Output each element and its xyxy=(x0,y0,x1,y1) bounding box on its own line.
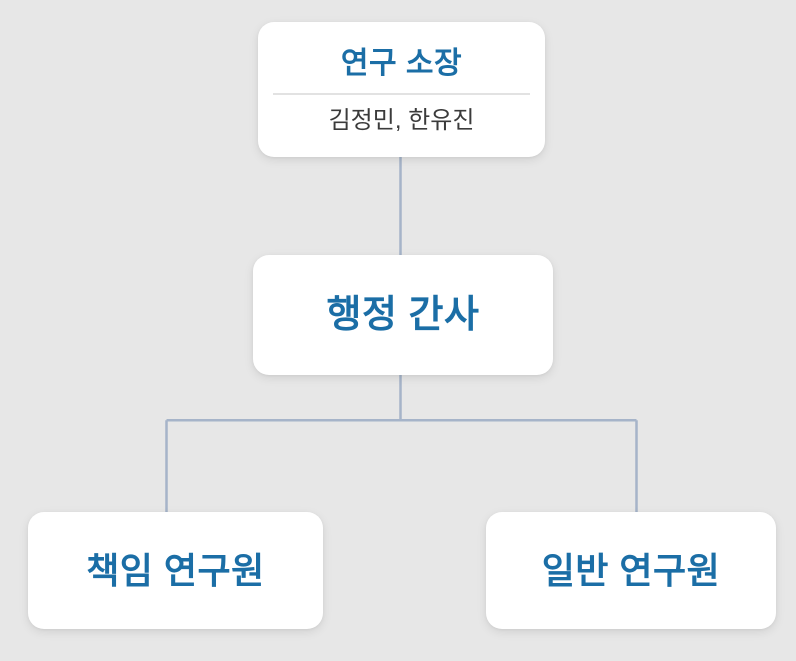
org-node-senior-researcher: 책임 연구원 xyxy=(28,512,323,629)
node-title-senior-researcher: 책임 연구원 xyxy=(86,549,265,591)
connector-admin-to-children xyxy=(165,374,638,513)
node-title-general-researcher: 일반 연구원 xyxy=(541,549,721,591)
divider-line xyxy=(273,92,530,95)
org-node-admin-secretary: 행정 간사 xyxy=(253,255,553,375)
org-node-director: 연구 소장 김정민, 한유진 xyxy=(258,22,545,157)
node-members-director: 김정민, 한유진 xyxy=(328,106,475,134)
node-title-director: 연구 소장 xyxy=(340,46,463,80)
node-title-admin-secretary: 행정 간사 xyxy=(326,294,480,336)
org-node-general-researcher: 일반 연구원 xyxy=(486,512,776,629)
